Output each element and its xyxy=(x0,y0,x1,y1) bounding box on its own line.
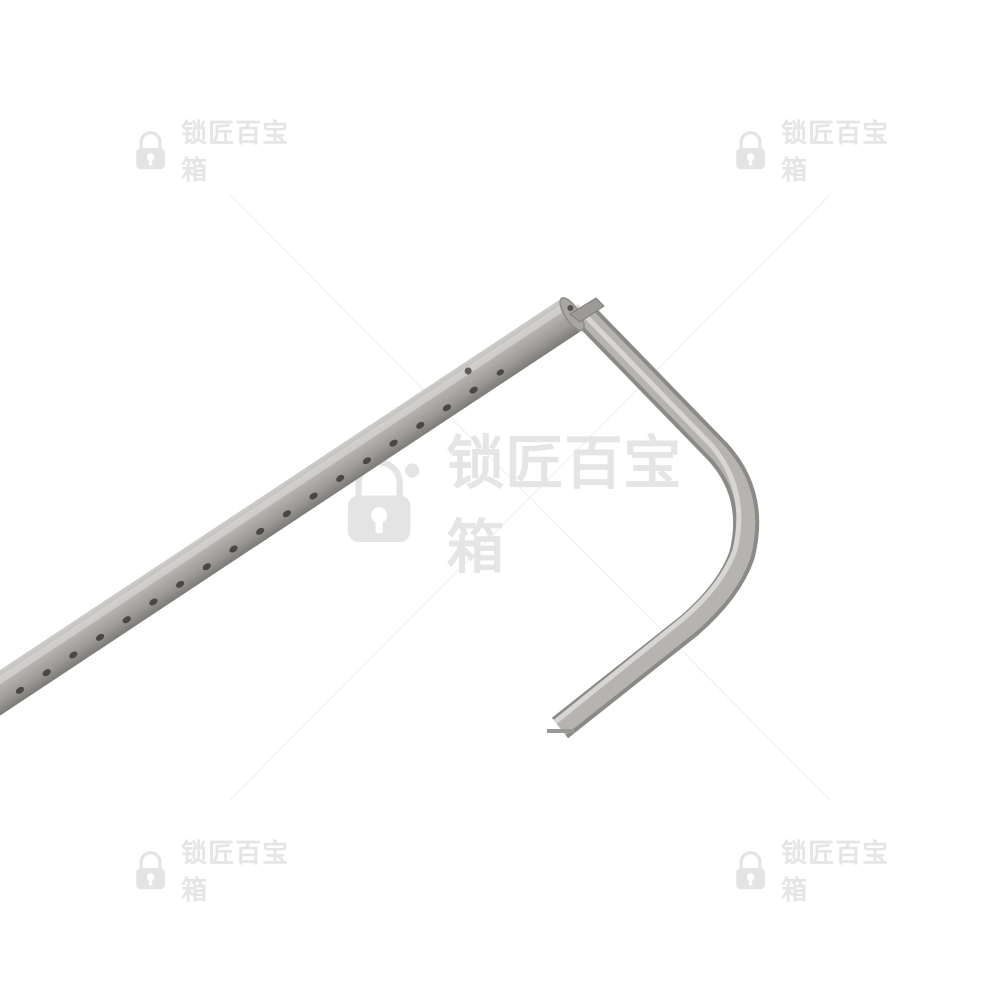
perforated-tube xyxy=(0,297,585,732)
wire-joint xyxy=(569,297,605,323)
watermark-text: 锁匠百宝箱 xyxy=(181,839,290,906)
watermark-center: 锁匠百宝箱 xyxy=(330,429,710,581)
bent-wire-handle xyxy=(547,302,760,739)
watermark-text: 锁匠百宝箱 xyxy=(781,119,890,186)
padlock-keyhole-icon xyxy=(736,851,765,890)
padlock-keyhole-icon xyxy=(736,131,765,170)
watermark-text: 锁匠百宝箱 xyxy=(781,839,890,906)
watermark-top-left: 锁匠百宝箱 xyxy=(128,119,303,186)
watermark-bottom-left: 锁匠百宝箱 xyxy=(128,839,303,906)
padlock-keyhole-icon xyxy=(136,851,165,890)
watermark-top-right: 锁匠百宝箱 xyxy=(728,119,903,186)
padlock-keyhole-icon xyxy=(136,131,165,170)
watermark-text: 锁匠百宝箱 xyxy=(181,119,290,186)
watermark-text: 锁匠百宝箱 xyxy=(446,429,683,581)
watermark-bottom-right: 锁匠百宝箱 xyxy=(728,839,903,906)
